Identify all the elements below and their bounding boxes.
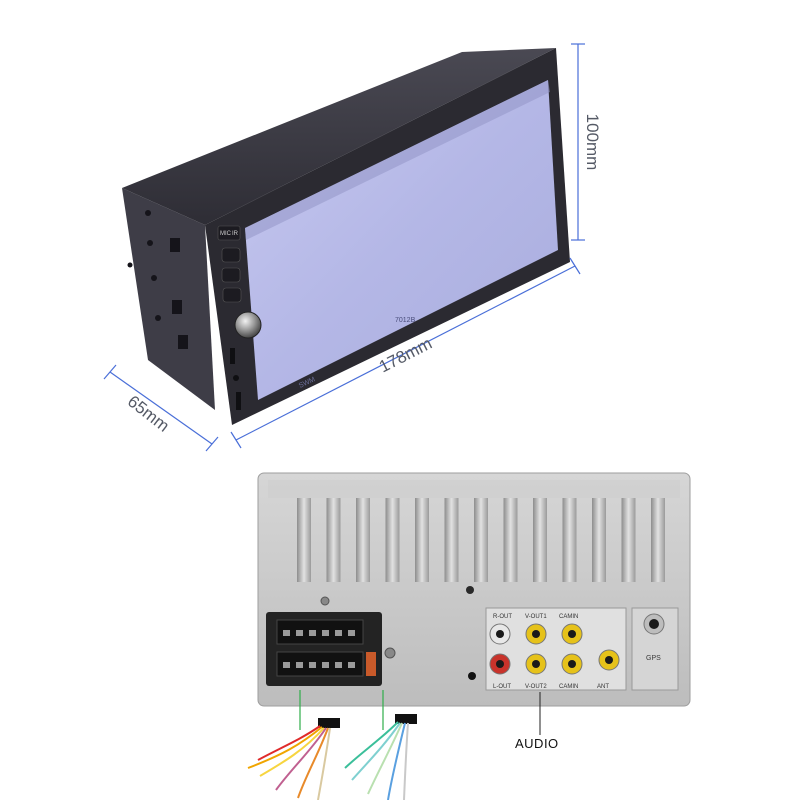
rca-jack [525,653,547,675]
depth-dimension-label: 65mm [124,392,173,436]
harness-plug-right [395,714,417,724]
height-dimension-label: 100mm [583,114,602,171]
aux-jack[interactable] [233,375,239,381]
connector-pin [283,630,290,636]
jack-label-v-out2: V-OUT2 [525,684,547,690]
heat-sink-fin [297,498,311,582]
connector-pin [335,662,342,668]
usb-slot[interactable] [230,348,235,364]
front-button-strip: MIC IR [217,225,262,410]
audio-callout-label: AUDIO [515,736,559,751]
rca-jack [489,623,511,645]
depth-dimension-line [109,371,213,445]
jack-label-v-out1: V-OUT1 [525,614,547,620]
mic-ir-button[interactable] [217,225,241,241]
jack-label-ant: ANT [597,684,609,690]
wiring-harness-connector [266,612,382,686]
harness-plug-left [318,718,340,728]
wiring-harness-cables [247,690,417,800]
connector-pin [309,662,316,668]
home-button[interactable] [221,247,241,263]
heat-sink-fin [621,498,636,582]
heat-sink-fin [326,498,341,582]
heat-sink-fin [444,498,459,582]
heat-sink-fins [297,498,665,582]
connector-pin [348,662,355,668]
heat-sink-fin [474,498,488,582]
mic-label: MIC [220,231,232,237]
head-unit-front: MIC IR 7012B SWM [122,48,570,425]
fuse [366,652,376,676]
rca-jack [598,649,620,671]
ground-screw [384,647,396,659]
head-unit-rear: R-OUT V-OUT1 CAMIN L-OUT V-OUT2 CAMIN AN… [257,472,691,707]
gps-port: GPS [631,607,679,691]
chassis-top [122,48,556,225]
gps-label: GPS [646,655,661,662]
heat-sink-fin [651,498,665,582]
rca-jack-panel: R-OUT V-OUT1 CAMIN L-OUT V-OUT2 CAMIN AN… [485,607,627,691]
heat-sink-fin [503,498,518,582]
rca-jack [489,653,511,675]
connector-pin [296,662,303,668]
heat-sink-fin [562,498,577,582]
connector-pin [335,630,342,636]
mount-screw [320,596,330,606]
width-dimension-line [235,265,576,441]
sd-slot[interactable] [236,392,241,410]
power-button[interactable] [221,267,241,283]
heat-sink-fin [415,498,429,582]
chassis-mount-holes [127,210,188,349]
ir-label: IR [232,231,239,237]
touch-screen [245,80,558,400]
connector-pin [309,630,316,636]
jack-label-r-out: R-OUT [493,614,512,620]
back-button[interactable] [222,287,242,303]
chassis-side [122,188,215,410]
jack-label-l-out: L-OUT [493,684,511,690]
volume-knob[interactable] [234,311,262,339]
jack-label-camin-top: CAMIN [559,614,578,620]
connector-pin [283,662,290,668]
heat-sink-fin [533,498,547,582]
connector-pin [322,630,329,636]
rca-jack [525,623,547,645]
rca-jack [561,623,583,645]
dimension-annotations [103,43,585,452]
heat-sink-fin [385,498,400,582]
jack-label-camin-bottom: CAMIN [559,684,578,690]
heat-sink-fin [356,498,370,582]
model-label: 7012B [395,317,416,324]
connector-pin [348,630,355,636]
rca-jack [561,653,583,675]
screen-frame-shadow [245,80,550,240]
heat-sink-fin [592,498,606,582]
center-screw-hole [466,586,474,594]
connector-pin [322,662,329,668]
connector-pin [296,630,303,636]
ir-jack [468,672,476,680]
